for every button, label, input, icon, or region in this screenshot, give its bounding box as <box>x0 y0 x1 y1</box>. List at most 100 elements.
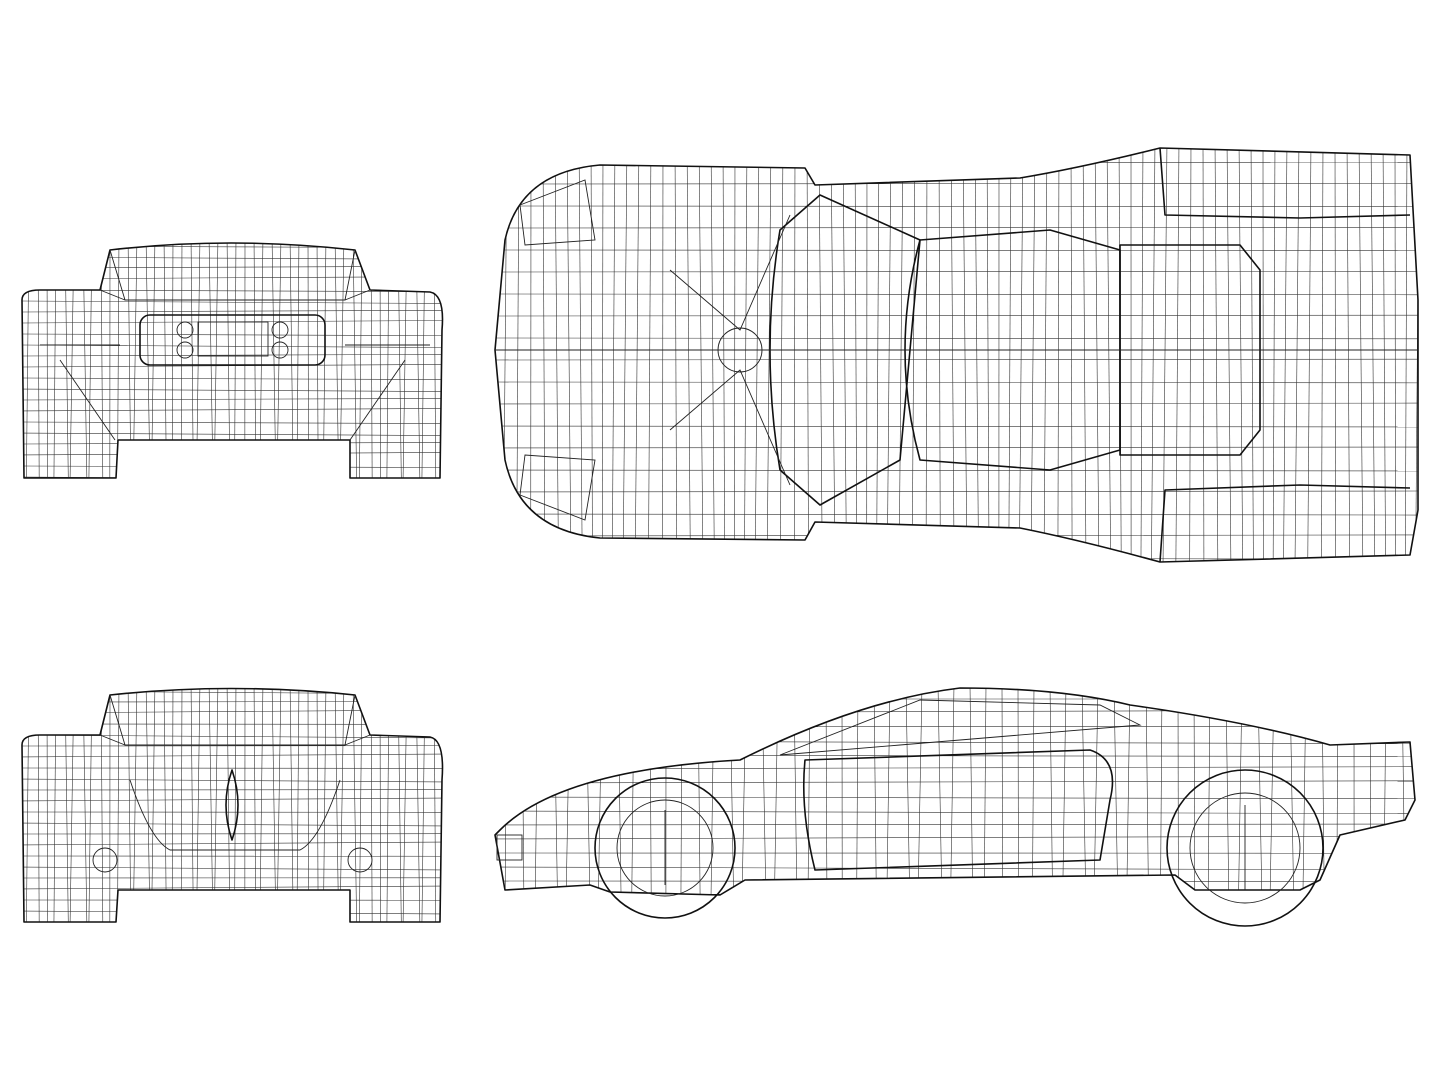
top-mesh-line <box>495 337 1418 340</box>
top-mesh-line <box>1082 148 1087 562</box>
rear-mesh-line <box>226 243 231 478</box>
top-mesh-line <box>1070 148 1073 562</box>
rear-mesh-line <box>163 243 167 478</box>
rear-mesh-line <box>190 243 194 478</box>
rear-mesh-line <box>22 245 443 249</box>
front-mesh-line <box>415 688 421 922</box>
top-mesh-line <box>986 148 990 562</box>
rear-mesh-line <box>359 243 363 478</box>
front-mesh-line <box>22 841 443 846</box>
top-mesh-line <box>1405 148 1408 562</box>
side-mesh-line <box>873 688 877 895</box>
top-mesh-line <box>1294 148 1300 562</box>
top-mesh-line <box>495 425 1418 428</box>
rear-mesh-line <box>213 243 219 478</box>
top-mesh-line <box>854 148 858 562</box>
front-mesh-line <box>53 688 57 922</box>
front-mesh-line <box>323 688 327 922</box>
front-mesh-line <box>296 688 300 922</box>
side-mesh-line <box>950 688 955 895</box>
top-mesh-line <box>818 148 823 562</box>
rear-mesh-line <box>22 354 443 357</box>
rear-mesh-line <box>234 243 237 478</box>
front-mesh-line <box>190 688 194 922</box>
top-mesh-line <box>495 446 1418 449</box>
rear-mesh-line <box>37 243 40 478</box>
rear-mesh-line <box>22 388 443 392</box>
top-mesh-line <box>1321 148 1324 562</box>
top-mesh-line <box>1202 148 1205 562</box>
front-mesh-line <box>276 688 282 922</box>
rear-mesh-line <box>22 452 443 456</box>
front-mesh-line <box>26 688 30 922</box>
side-mesh-line <box>617 688 622 895</box>
rear-mesh-line <box>64 243 69 478</box>
side-mesh-line <box>495 740 1415 745</box>
rear-mesh-line <box>316 243 319 478</box>
rear-mesh-line <box>117 243 120 478</box>
top-mesh-line <box>886 148 892 562</box>
rear-mesh-line <box>22 408 443 412</box>
side-mesh-line <box>597 688 603 895</box>
front-mesh-line <box>289 688 294 922</box>
rear-mesh-line <box>22 333 443 336</box>
top-mesh-line <box>779 148 784 562</box>
top-mesh-line <box>950 148 955 562</box>
rear-view <box>21 242 444 479</box>
side-mesh-line <box>495 725 1415 728</box>
top-mesh-line <box>1094 148 1100 562</box>
top-mesh-line <box>601 148 604 562</box>
top-mesh-line <box>911 148 916 562</box>
rear-mesh-line <box>26 243 30 478</box>
front-mesh-line <box>22 885 443 890</box>
side-mesh-line <box>534 688 539 895</box>
rear-mesh-line <box>334 243 339 478</box>
rear-mesh-line <box>145 243 151 478</box>
rear-mesh-line <box>259 243 264 478</box>
top-mesh-line <box>495 148 496 562</box>
top-mesh-line <box>1358 148 1364 562</box>
top-mesh-line <box>1162 148 1168 562</box>
top-mesh-line <box>495 205 1418 207</box>
top-mesh-line <box>495 490 1418 493</box>
front-mesh-line <box>22 690 443 695</box>
rear-mesh-line <box>433 243 437 478</box>
top-mesh-line <box>590 148 593 562</box>
top-mesh-line <box>876 148 880 562</box>
front-mesh-line <box>196 688 201 922</box>
front-mesh-line <box>316 688 319 922</box>
front-mesh-line <box>433 688 437 922</box>
top-mesh-line <box>495 381 1418 384</box>
top-mesh-line <box>1238 148 1244 562</box>
top-mesh-line <box>962 148 968 562</box>
top-mesh-line <box>495 513 1418 516</box>
top-mesh-line <box>495 314 1418 317</box>
side-mesh-line <box>1001 688 1003 895</box>
top-mesh-line <box>793 148 796 562</box>
top-mesh-line <box>1346 148 1351 562</box>
top-mesh-line <box>925 148 928 562</box>
rear-mesh-line <box>22 300 443 304</box>
front-mesh-line <box>22 709 443 714</box>
top-mesh-line <box>1307 148 1312 562</box>
top-mesh-line <box>686 148 691 562</box>
front-mesh-line <box>379 688 381 922</box>
rear-mesh-line <box>402 243 408 478</box>
top-mesh-line <box>830 148 836 562</box>
top-mesh-line <box>710 148 715 562</box>
side-mesh-line <box>495 866 1415 871</box>
side-mesh-line <box>1401 688 1406 895</box>
top-mesh-line <box>566 148 572 562</box>
rear-mesh-line <box>132 243 138 478</box>
side-mesh-line <box>983 688 987 895</box>
top-mesh-line <box>495 534 1418 537</box>
top-mesh-line <box>495 183 1418 185</box>
front-mesh-line <box>213 688 219 922</box>
side-mesh-line <box>1049 688 1053 895</box>
rear-mesh-line <box>289 243 294 478</box>
top-mesh-line <box>1382 148 1386 562</box>
rear-mesh-line <box>69 243 75 478</box>
front-mesh-line <box>180 688 183 922</box>
side-mesh-line <box>969 688 974 895</box>
front-mesh-line <box>151 688 156 922</box>
